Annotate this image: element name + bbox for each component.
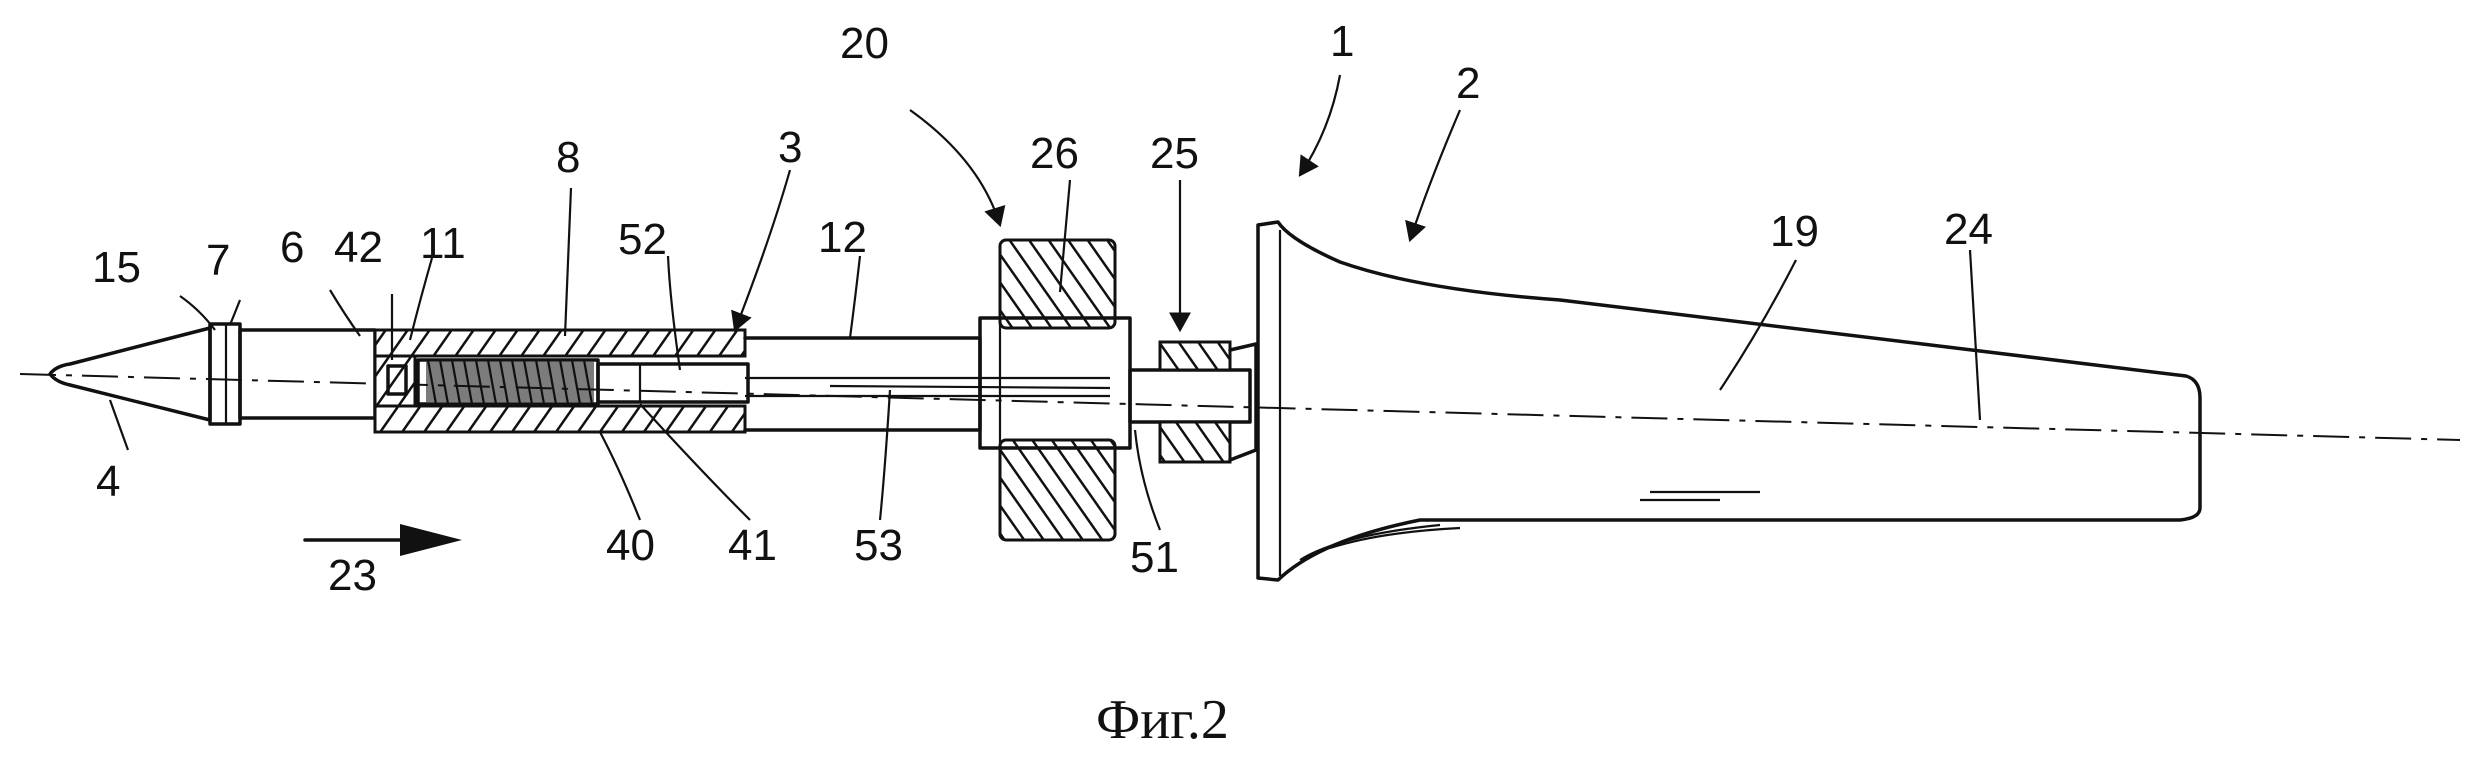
ref-12: 12 (818, 213, 867, 262)
tip-cone (48, 326, 212, 422)
ref-53: 53 (854, 521, 903, 570)
ref-15: 15 (92, 243, 141, 292)
sleeve-lower (373, 404, 747, 434)
ref-8: 8 (556, 133, 580, 182)
leader-lines (108, 74, 1982, 531)
front-plug (373, 354, 417, 408)
fitting-lower (1158, 420, 1232, 464)
tube (743, 336, 982, 432)
ref-42: 42 (334, 223, 383, 272)
ref-40: 40 (606, 521, 655, 570)
ref-26: 26 (1030, 129, 1079, 178)
ref-41: 41 (728, 521, 777, 570)
nut (978, 238, 1132, 542)
front-body (238, 328, 377, 420)
ref-6: 6 (280, 223, 304, 272)
ref-19: 19 (1770, 207, 1819, 256)
figure-caption: Фиг.2 (1096, 689, 1229, 751)
ref-2: 2 (1456, 59, 1480, 108)
ref-3: 3 (778, 123, 802, 172)
handle (1256, 220, 2202, 582)
ref-25: 25 (1150, 129, 1199, 178)
ref-23: 23 (328, 551, 377, 600)
direction-arrow (303, 524, 462, 556)
ref-51: 51 (1130, 533, 1179, 582)
ref-11: 11 (420, 219, 466, 268)
ref-20: 20 (840, 19, 889, 68)
ref-1: 1 (1330, 17, 1354, 66)
ref-52: 52 (618, 215, 667, 264)
shaft (1128, 368, 1252, 424)
fitting-upper (1158, 340, 1232, 372)
sleeve-upper (373, 328, 747, 358)
ref-24: 24 (1944, 205, 1993, 254)
ref-7: 7 (206, 236, 230, 285)
heating-coil (416, 358, 600, 406)
ref-4: 4 (96, 457, 120, 506)
